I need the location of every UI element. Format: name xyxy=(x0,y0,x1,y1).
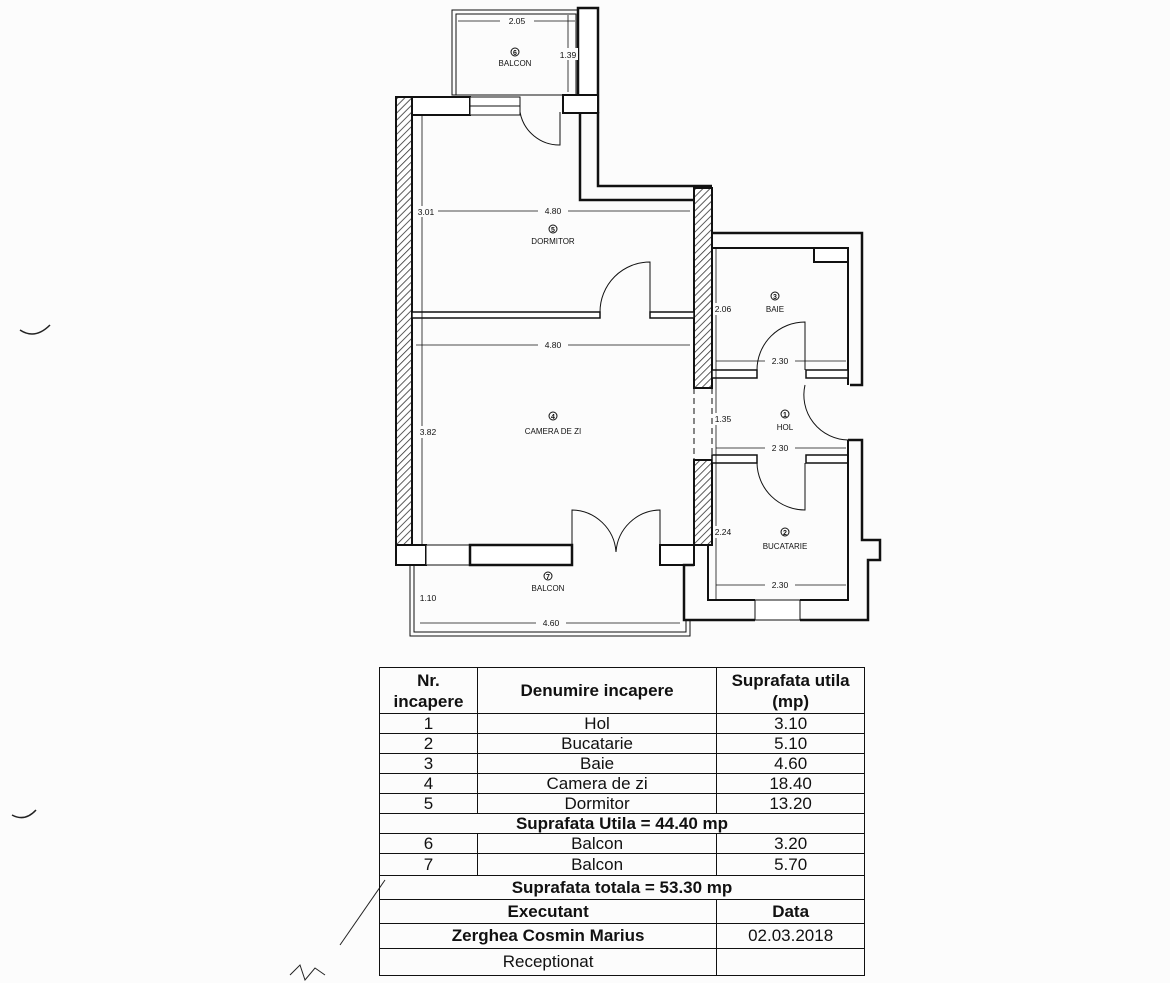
room-name: BALCON xyxy=(532,584,565,593)
doors xyxy=(519,111,849,553)
room-name: CAMERA DE ZI xyxy=(525,427,581,436)
dim-camera-width: 4.80 xyxy=(545,340,562,350)
receptionat-label: Receptionat xyxy=(378,948,718,976)
total-row: Suprafata totala = 53.30 mp xyxy=(379,875,865,900)
dim-hol-height: 1.35 xyxy=(715,414,732,424)
header-area: Suprafata utila (mp) xyxy=(716,667,865,714)
cell-name: Camera de zi xyxy=(476,773,718,794)
cell-area: 4.60 xyxy=(716,753,865,774)
cell-nr: 4 xyxy=(379,773,478,794)
balcony-7-outline xyxy=(409,565,691,637)
room-name: BUCATARIE xyxy=(763,542,808,551)
receptionat-row: Receptionat xyxy=(378,948,865,976)
cell-area: 5.10 xyxy=(716,733,865,754)
room-baie: 3 BAIE xyxy=(766,291,784,314)
executant-name: Zerghea Cosmin Marius xyxy=(378,923,718,949)
room-number: 1 xyxy=(783,412,787,419)
header-nr: Nr. incapere xyxy=(379,667,478,714)
date-label: Data xyxy=(716,899,865,924)
dim-bucatarie-height: 2.24 xyxy=(715,527,732,537)
cell-name: Dormitor xyxy=(476,793,718,814)
dim-balcon7-height: 1.10 xyxy=(420,593,437,603)
dimension-labels: 2.05 1.39 3.01 4.80 4.80 3.82 2.06 2.30 … xyxy=(416,15,795,629)
room-name: HOL xyxy=(777,423,794,432)
executant-label: Executant xyxy=(378,899,718,924)
cell-area: 18.40 xyxy=(716,773,865,794)
cell-area: 3.10 xyxy=(716,713,865,734)
dim-baie-height: 2.06 xyxy=(715,304,732,314)
cell-nr: 5 xyxy=(379,793,478,814)
dim-hol-width: 2 30 xyxy=(772,443,789,453)
subtotal-row: Suprafata Utila = 44.40 mp xyxy=(379,813,865,834)
cell-nr: 7 xyxy=(379,853,478,876)
cell-nr: 2 xyxy=(379,733,478,754)
subtotal: Suprafata Utila = 44.40 mp xyxy=(379,813,865,834)
table-header-row: Nr. incapere Denumire incapere Suprafata… xyxy=(379,667,865,714)
date-value: 02.03.2018 xyxy=(716,923,865,949)
room-number: 3 xyxy=(773,294,777,301)
receptionat-value xyxy=(716,948,865,976)
dim-camera-height: 3.82 xyxy=(420,427,437,437)
cell-name: Hol xyxy=(476,713,718,734)
room-area-table: Nr. incapere Denumire incapere Suprafata… xyxy=(378,667,865,976)
room-balcony-6: 6 BALCON xyxy=(499,47,532,68)
dim-baie-width: 2.30 xyxy=(772,356,789,366)
cell-nr: 1 xyxy=(379,713,478,734)
walls xyxy=(395,6,882,622)
room-number: 4 xyxy=(551,414,555,421)
room-balcony-7: 7 BALCON xyxy=(532,571,565,593)
cell-name: Balcon xyxy=(476,853,718,876)
dim-balcon7-width: 4.60 xyxy=(543,618,560,628)
room-dormitor: 5 DORMITOR xyxy=(531,224,575,246)
room-hol: 1 HOL xyxy=(777,409,794,432)
room-bucatarie: 2 BUCATARIE xyxy=(763,527,808,551)
cell-nr: 6 xyxy=(379,833,478,854)
cell-area: 5.70 xyxy=(716,853,865,876)
dim-dormitor-height: 3.01 xyxy=(418,207,435,217)
total: Suprafata totala = 53.30 mp xyxy=(379,875,865,900)
room-name: BALCON xyxy=(499,59,532,68)
cell-area: 3.20 xyxy=(716,833,865,854)
room-name: DORMITOR xyxy=(531,237,575,246)
cell-area: 13.20 xyxy=(716,793,865,814)
room-camera-de-zi: 4 CAMERA DE ZI xyxy=(525,411,581,436)
dim-balcon6-height: 1.39 xyxy=(560,50,577,60)
dim-balcon6-width: 2.05 xyxy=(509,16,526,26)
cell-name: Balcon xyxy=(476,833,718,854)
cell-nr: 3 xyxy=(379,753,478,774)
cell-name: Baie xyxy=(476,753,718,774)
room-name: BAIE xyxy=(766,305,784,314)
cell-name: Bucatarie xyxy=(476,733,718,754)
header-name: Denumire incapere xyxy=(476,667,718,714)
dim-dormitor-width: 4.80 xyxy=(545,206,562,216)
margin-marks xyxy=(11,324,386,982)
room-number: 5 xyxy=(551,227,555,234)
room-number: 6 xyxy=(513,50,517,57)
dim-bucatarie-width: 2.30 xyxy=(772,580,789,590)
room-number: 7 xyxy=(546,574,550,581)
room-number: 2 xyxy=(783,530,787,537)
